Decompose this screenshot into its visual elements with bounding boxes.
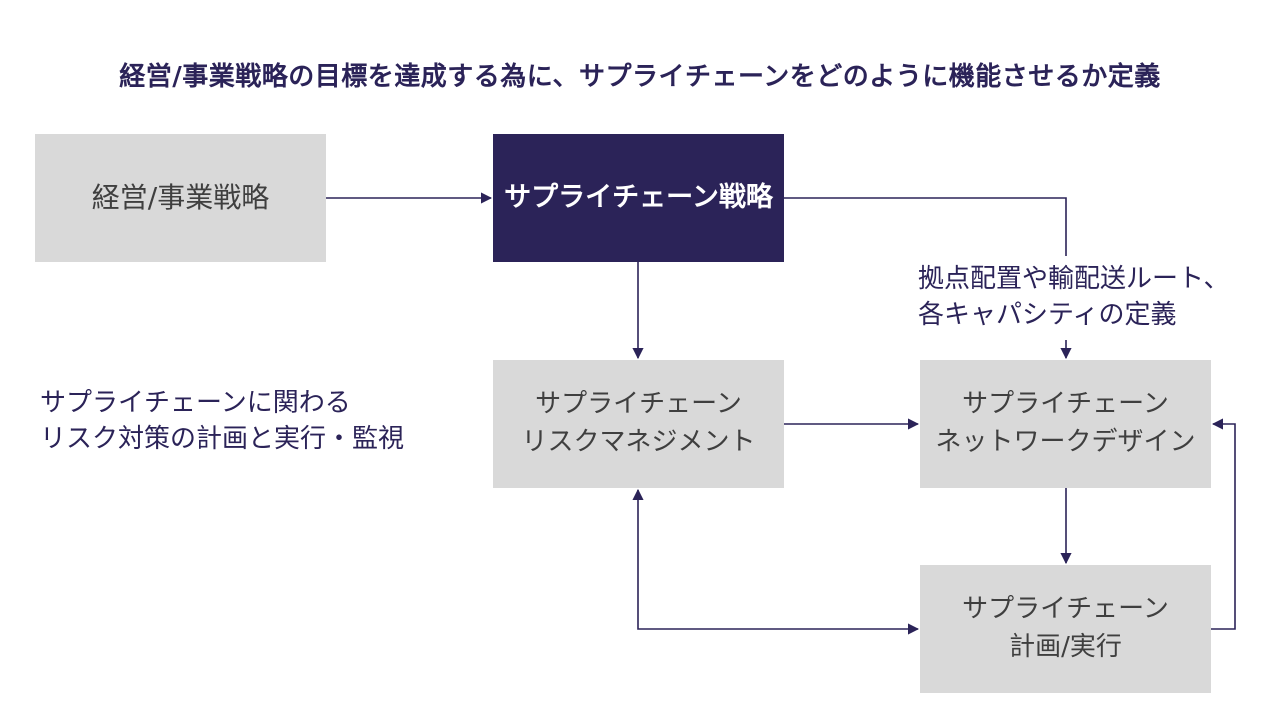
network-definition-note-line1: 拠点配置や輸配送ルート、 — [918, 264, 1230, 294]
supply-chain-strategy-box: サプライチェーン戦略 — [493, 134, 784, 262]
business-strategy-label: 経営/事業戦略 — [91, 180, 270, 214]
arrow-risk-management-plan-bidirectional — [632, 488, 920, 635]
risk-description-note-line1: サプライチェーンに関わる — [40, 388, 351, 418]
risk-management-label-line1: サプライチェーン — [535, 389, 742, 420]
supply-chain-network-design-box: サプライチェーン ネットワークデザイン — [920, 360, 1211, 488]
diagram-title: 経営/事業戦略の目標を達成する為に、サプライチェーンをどのように機能させるか定義 — [119, 62, 1161, 92]
plan-execution-label-line1: サプライチェーン — [962, 594, 1169, 625]
network-definition-note: 拠点配置や輸配送ルート、 各キャパシティの定義 — [918, 262, 1229, 334]
risk-description-note-line2: リスク対策の計画と実行・監視 — [40, 423, 405, 454]
plan-execution-label-line2: 計画/実行 — [1009, 632, 1122, 662]
arrow-plan-feedback-to-network-design — [1211, 418, 1236, 630]
network-definition-note-line2: 各キャパシティの定義 — [918, 299, 1177, 330]
business-strategy-box: 経営/事業戦略 — [35, 134, 326, 262]
supply-chain-plan-execution-box: サプライチェーン 計画/実行 — [920, 565, 1211, 693]
connector-sc-strategy-to-network-top — [784, 197, 1067, 256]
risk-management-label-line2: リスクマネジメント — [521, 427, 756, 457]
risk-description-note: サプライチェーンに関わる リスク対策の計画と実行・監視 — [40, 386, 404, 458]
network-design-label-line1: サプライチェーン — [962, 389, 1169, 420]
supply-chain-strategy-label: サプライチェーン戦略 — [504, 182, 773, 214]
supply-chain-risk-management-box: サプライチェーン リスクマネジメント — [493, 360, 784, 488]
network-design-label-line2: ネットワークデザイン — [935, 427, 1196, 457]
